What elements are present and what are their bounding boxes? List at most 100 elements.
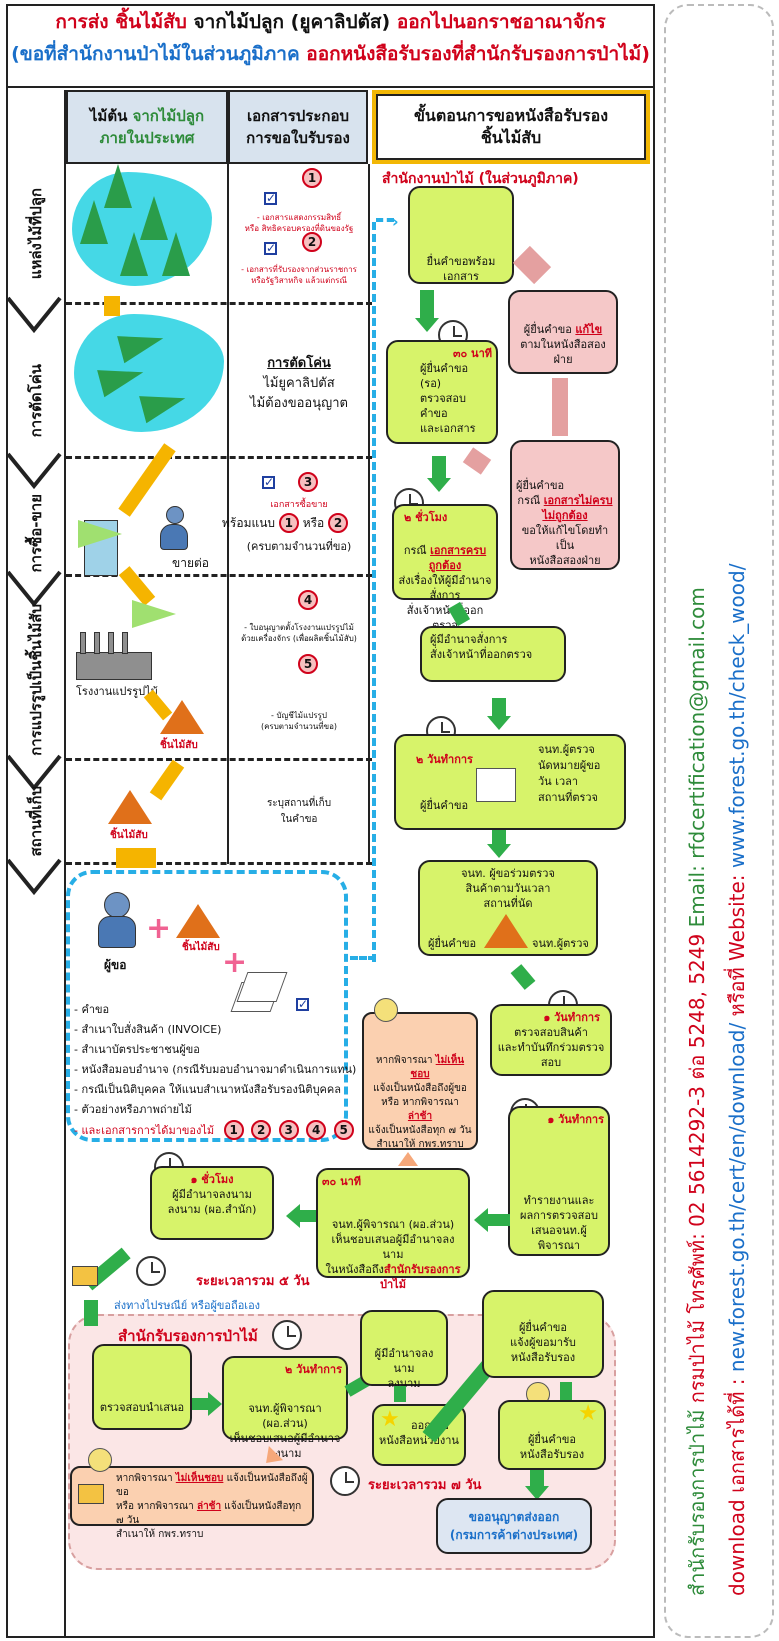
flow-arrow — [116, 848, 156, 868]
doc-1-text: - เอกสารแสดงกรรมสิทธิ์ หรือ สิทธิครอบครอ… — [232, 212, 366, 234]
step-text: หนังสือรับรอง — [510, 1351, 576, 1364]
wood-chip-label: ชิ้นไม้สับ — [110, 830, 148, 841]
header-text: ขั้นตอนการขอหนังสือรับรอง — [413, 106, 609, 125]
envelope-icon — [78, 1484, 104, 1504]
contact-panel — [664, 4, 774, 1638]
step-text: ตามในหนังสือสองฝ่าย — [520, 338, 606, 366]
stage-chevron — [6, 754, 62, 792]
stage-chevron — [6, 296, 62, 334]
green-arrow-head — [427, 478, 451, 492]
list-item: - หนังสือมอบอำนาจ (กรณีรับมอบอำนาจมาดำเน… — [74, 1063, 357, 1076]
list-item: - คำขอ — [74, 1003, 110, 1016]
total-time-5: ระยะเวลารวม ๕ วัน — [196, 1274, 310, 1289]
stage-separator — [66, 862, 372, 865]
time-label: ๓๐ นาที — [452, 347, 492, 360]
step-text: ผู้ยื่นคำขอ — [420, 362, 469, 375]
total-time-7: ระยะเวลารวม ๗ วัน — [368, 1478, 482, 1493]
contact-text: สำนักรับรองการป่าไม้ — [685, 1409, 709, 1596]
sad-face-icon — [368, 1018, 472, 1054]
doc-number-badge: 1 — [223, 1120, 244, 1140]
title-line-2: (ขอที่สำนักงานป่าไม้ในส่วนภูมิภาค ออกหนั… — [8, 38, 653, 70]
step-text: เห็นชอบเสนอผู้มีอำนาจลงนาม — [229, 1432, 341, 1460]
green-arrow — [300, 1210, 316, 1222]
step-text: ผู้ยื่นคำขอ — [428, 937, 477, 950]
step-complete-card: ๒ ชั่วโมง กรณี เอกสารครบถูกต้อง ส่งเรื่อ… — [392, 504, 498, 632]
green-arrow-head — [474, 1208, 488, 1232]
cutting-line: ไม้ต้องขออนุญาต — [250, 396, 348, 411]
clock-icon — [136, 1256, 166, 1286]
computer-worker-icon — [322, 1189, 464, 1217]
step-text: ผู้ยื่นคำขอ — [420, 799, 469, 812]
doc-text: - เอกสารแสดงกรรมสิทธิ์ — [256, 213, 342, 222]
step-text: ผู้มีอำนาจลงนาม — [172, 1188, 252, 1201]
wood-chip-label: ชิ้นไม้สับ — [160, 740, 198, 751]
diagram-frame — [6, 4, 655, 1638]
tree-icon — [104, 164, 132, 208]
star-icon: ★ — [578, 1401, 598, 1426]
doc-text: หรือ สิทธิครอบครองที่ดินของรัฐ — [244, 224, 354, 233]
phone-icon — [488, 1296, 598, 1320]
contact-text: Email: — [685, 865, 709, 928]
cutting-note: การตัดโค่น ไม้ยูคาลิปตัส ไม้ต้องขออนุญาต — [232, 354, 366, 414]
stage-separator — [66, 456, 372, 459]
time-label: ๓๐ นาที — [322, 1175, 362, 1188]
step-text: วัน เวลา — [538, 775, 579, 788]
green-arrow-head — [208, 1392, 222, 1416]
dashed-connector — [350, 956, 376, 960]
step-text: จนท. ผู้ขอร่วมตรวจ — [461, 867, 555, 880]
step-text: สถานที่ตรวจ — [538, 791, 598, 804]
title-word: (ขอที่สำนักงานป่าไม้ในส่วนภูมิภาค — [11, 43, 300, 65]
step-text: หากพิจารณา — [137, 1501, 194, 1512]
step-text: สถานที่นัด — [483, 897, 533, 910]
step-text: ล่าช้า — [196, 1501, 222, 1512]
green-arrow-head — [487, 844, 511, 858]
step-text: และทำบันทึกร่วมตรวจสอบ — [497, 1041, 605, 1069]
step-text: ผู้ยื่นคำขอ — [523, 323, 572, 336]
header-text: ชิ้นไม้สับ — [480, 128, 542, 147]
step-text: เอกสารครบถูกต้อง — [428, 544, 487, 572]
doc-number-badge: 3 — [298, 472, 318, 492]
step-text: ผลการตรวจสอบ — [520, 1209, 598, 1222]
step-text: ไม่ถูกต้อง — [542, 509, 588, 522]
doc-text: - ใบอนุญาตตั้งโรงงานแปรรูปไม้ — [244, 623, 354, 632]
header-text: การขอใบรับรอง — [246, 129, 350, 147]
wood-chip-pile-icon — [160, 700, 204, 734]
wood-chip-pile-icon — [176, 904, 220, 938]
step-text: จนท.ผู้พิจารณา (ผอ.ส่วน) — [248, 1402, 322, 1430]
seller-label: ขายต่อ — [172, 556, 209, 570]
step-text: จนท.ผู้ตรวจ — [532, 937, 589, 950]
wood-chip-label: ชิ้นไม้สับ — [182, 942, 220, 953]
column-divider — [64, 90, 66, 1638]
step-text: สำนักรับรองการป่าไม้ — [380, 1263, 461, 1291]
step-text: ตรวจสอบคำขอ — [420, 392, 466, 420]
applicant-icon — [104, 892, 130, 918]
title-word: จากไม้ปลูก (ยูคาลิปตัส) — [193, 11, 391, 33]
time-label: ๒ วันทำการ — [416, 753, 473, 766]
chimney-icon — [122, 632, 128, 654]
truck-icon — [84, 520, 118, 576]
doc-text: - เอกสารที่รับรองจากส่วนราชการ — [241, 265, 357, 274]
header-text: ไม้ต้น — [89, 107, 128, 125]
cutting-line: ไม้ยูคาลิปตัส — [263, 376, 335, 391]
checkbox-icon: ✓ — [264, 241, 277, 255]
step-notify-card: ผู้ยื่นคำขอ แจ้งผู้ขอมารับ หนังสือรับรอง — [482, 1290, 604, 1378]
person-icon — [366, 1316, 442, 1346]
step-consider-card: ๓๐ นาที จนท.ผู้พิจารณา (ผอ.ส่วน) เห็นชอบ… — [316, 1168, 470, 1291]
applicant-body-icon — [98, 916, 136, 948]
step-text: ผู้มีอำนาจสั่งการ — [430, 633, 508, 646]
cutting-title: การตัดโค่น — [267, 356, 331, 371]
green-arrow — [84, 1300, 98, 1326]
step-text: ลงนาม (ผอ.สำนัก) — [167, 1203, 257, 1216]
contact-line-1: สำนักรับรองการป่าไม้ กรมป่าไม้ โทรศัพท์:… — [684, 36, 710, 1596]
step-text: สั่งเจ้าหน้าที่ออกตรวจ — [430, 648, 533, 661]
step-receive-card: ★ ผู้ยื่นคำขอ หนังสือรับรอง — [498, 1400, 606, 1470]
step-check-card: ๓๐ นาที ผู้ยื่นคำขอ (รอ) ตรวจสอบคำขอ และ… — [386, 340, 498, 444]
sad-face-icon — [374, 998, 398, 1022]
step-text: ผู้มีอำนาจลงนาม — [374, 1347, 434, 1375]
step-text: สำเนาให้ กพร.ทราบ — [116, 1529, 204, 1540]
buy-or-text: หรือ — [302, 516, 325, 530]
green-arrow — [192, 1398, 208, 1410]
green-arrow-head — [487, 716, 511, 730]
office-title: สำนักงานป่าไม้ (ในส่วนภูมิภาค) — [382, 171, 579, 187]
green-arrow — [432, 456, 446, 480]
